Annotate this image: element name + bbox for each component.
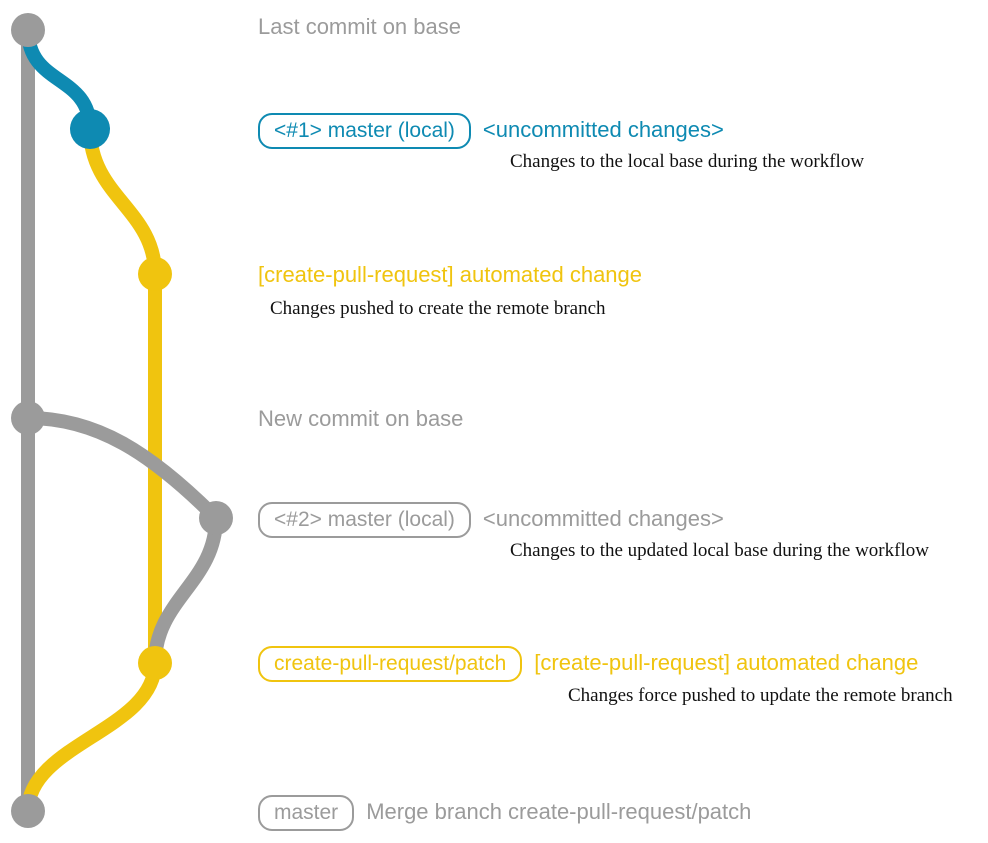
commit-node-local-1[interactable] — [70, 109, 110, 149]
commit-node-local-2[interactable] — [199, 501, 233, 535]
branch-pill-local-1[interactable]: <#1> master (local) — [258, 113, 471, 149]
commit-node-base-merge[interactable] — [11, 794, 45, 828]
commit-message-new-commit-on-base: New commit on base — [258, 406, 464, 431]
description-local-2: Changes to the updated local base during… — [510, 540, 929, 561]
branch-pill-master[interactable]: master — [258, 795, 355, 831]
merge-branch-line — [21, 656, 162, 818]
commit-message-local-2: <uncommitted changes> — [482, 506, 724, 531]
commit-message-local-1: <uncommitted changes> — [482, 117, 724, 142]
commit-message-merge: Merge branch create-pull-request/patch — [366, 799, 752, 824]
row-last-commit-on-base: Last commit on base — [258, 16, 461, 38]
commit-message-last-commit-on-base: Last commit on base — [258, 14, 461, 39]
description-automated-change-2: Changes force pushed to update the remot… — [568, 685, 953, 706]
row-automated-change-2: create-pull-request/patch [create-pull-r… — [258, 646, 918, 682]
commit-node-base-new[interactable] — [11, 401, 45, 435]
commit-message-automated-change-2: [create-pull-request] automated change — [534, 650, 919, 675]
branch-pill-local-2[interactable]: <#2> master (local) — [258, 502, 471, 538]
description-automated-change-1: Changes pushed to create the remote bran… — [270, 298, 606, 319]
row-automated-change-1: [create-pull-request] automated change — [258, 264, 642, 286]
row-merge-commit: master Merge branch create-pull-request/… — [258, 795, 751, 831]
row-local-commit-2: <#2> master (local) <uncommitted changes… — [258, 502, 724, 538]
commit-message-automated-change-1: [create-pull-request] automated change — [258, 262, 643, 287]
description-local-1: Changes to the local base during the wor… — [510, 151, 865, 172]
commit-node-base-last[interactable] — [11, 13, 45, 47]
row-local-commit-1: <#1> master (local) <uncommitted changes… — [258, 113, 724, 149]
remote-branch-line — [83, 122, 162, 670]
local-branch-2-line — [21, 411, 223, 525]
branch-pill-remote-patch[interactable]: create-pull-request/patch — [258, 646, 523, 682]
local-to-remote-line — [148, 511, 223, 670]
commit-node-remote-2[interactable] — [138, 646, 172, 680]
commit-node-remote-1[interactable] — [138, 257, 172, 291]
row-new-commit-on-base: New commit on base — [258, 408, 463, 430]
